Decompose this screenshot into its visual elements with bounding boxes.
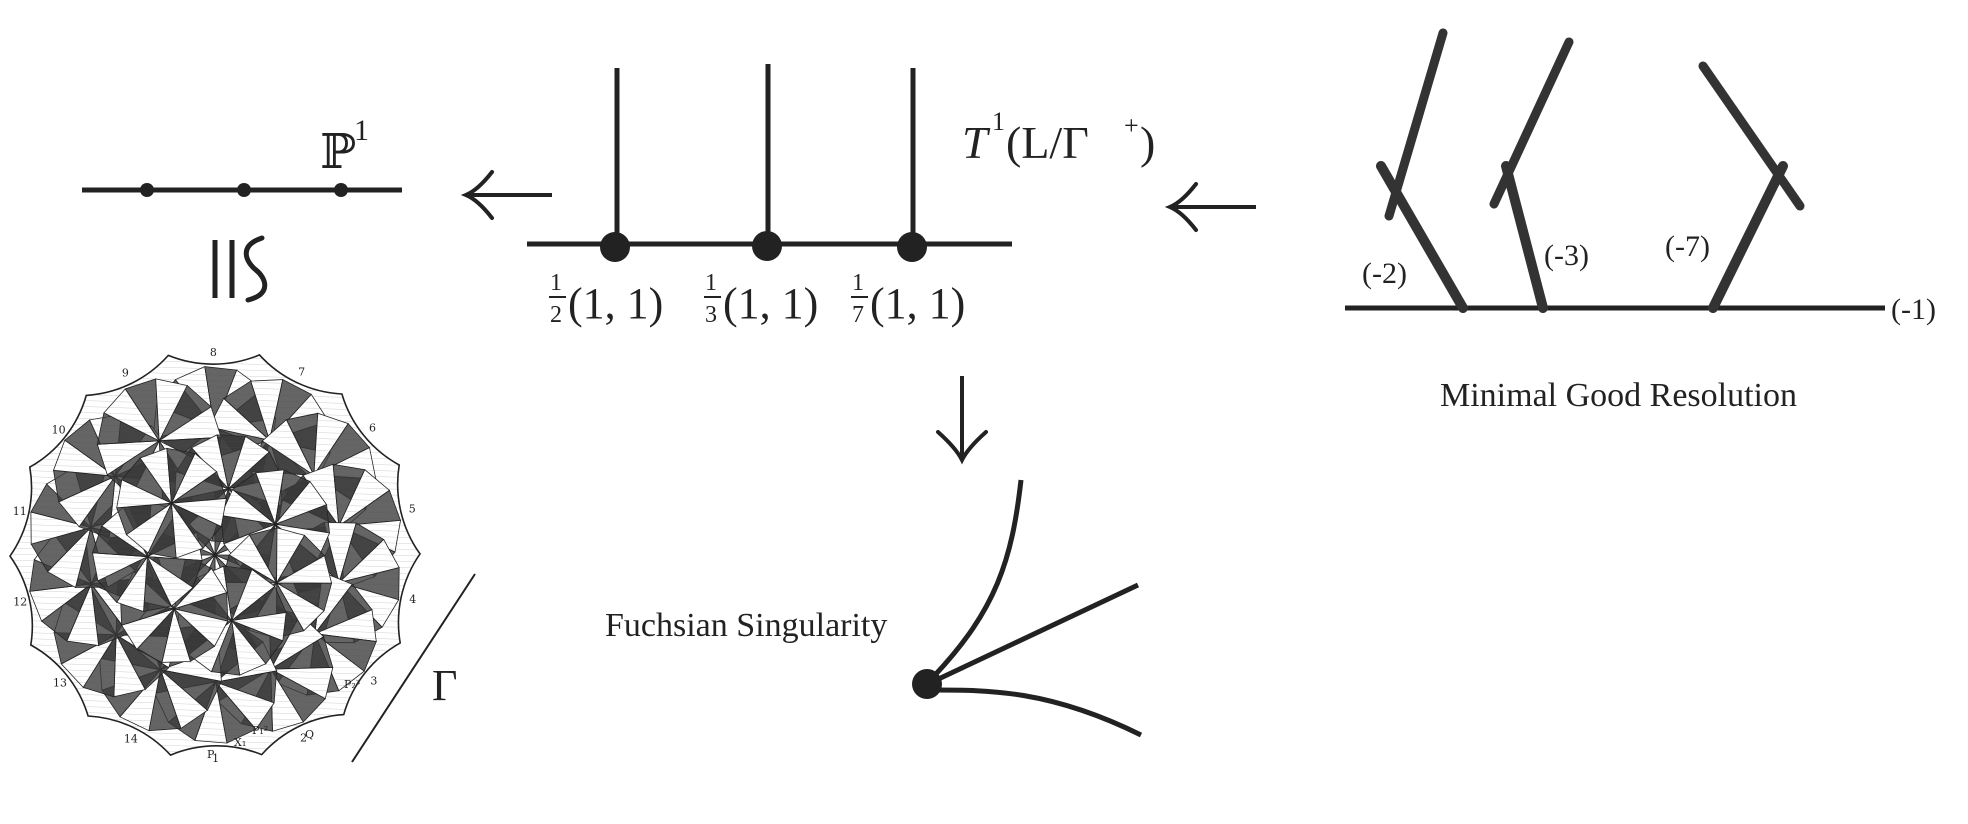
singular-label-2: 1 3 (1, 1)	[704, 270, 818, 328]
frac-num: 1	[852, 270, 864, 296]
branch-curve-2	[1501, 161, 1548, 313]
orbifold-label-base: T	[962, 117, 991, 168]
tiling-boundary-label: 14	[124, 732, 138, 745]
singular-point-3	[897, 232, 927, 262]
singular-point-1	[600, 232, 630, 262]
singular-label-3: 1 7 (1, 1)	[851, 270, 965, 328]
frac-num: 1	[705, 270, 717, 296]
tiling-boundary-label: 3	[370, 675, 377, 688]
weights: (1, 1)	[870, 279, 965, 328]
p1-point-1	[140, 183, 154, 197]
hyperbolic-tiling: 8 7 6 5 4 3 2 1 14 13 12 11 10 9P Q X₁ P₁² P₂³	[9, 346, 421, 765]
p1-point-3	[334, 183, 348, 197]
tiling-boundary-label: 1	[212, 752, 219, 765]
frac-den: 7	[852, 302, 864, 328]
tiling-point-label: P₂³	[344, 678, 360, 691]
weights: (1, 1)	[723, 279, 818, 328]
tiling-point-label: Q	[305, 728, 314, 741]
tiling-point-label: P	[207, 748, 215, 761]
isomorphism-symbol: ≅	[0, 0, 268, 303]
tiling-boundary-label: 11	[13, 505, 27, 518]
iso-symbol-text: ≅	[0, 0, 1, 1]
singular-label-1: 1 2 (1, 1)	[549, 270, 663, 328]
orbifold-label-plus: +	[1124, 111, 1139, 140]
self-intersection-branch-1: (-2)	[1362, 257, 1407, 290]
singular-labels: 1 2 (1, 1) 1 3 (1, 1) 1 7 (1, 1)	[549, 270, 965, 328]
p1-superscript: 1	[354, 114, 369, 147]
resolution-caption: Minimal Good Resolution	[1440, 377, 1797, 414]
self-intersection-central: (-1)	[1891, 293, 1936, 326]
fuchsian-singularity: Fuchsian Singularity	[605, 479, 1143, 738]
resolution-graph: (-2) (-3) (-7) (-1) Minimal Good Resolut…	[1345, 28, 1936, 414]
frac-num: 1	[550, 270, 562, 296]
gamma-diagonal	[351, 573, 476, 763]
tiling-boundary-label: 13	[53, 677, 67, 690]
arrow-left-2	[1164, 182, 1256, 232]
tiling-boundary-label: 10	[52, 423, 66, 436]
singular-point	[912, 669, 942, 699]
singular-point-2	[752, 231, 782, 261]
orbifold-diagram	[527, 64, 1012, 262]
branch-curve-3	[1708, 161, 1788, 313]
tiling-boundary-label: 8	[210, 346, 217, 359]
tiling-boundary-label: 6	[369, 422, 376, 435]
tiling-point-label: P₁²	[252, 724, 268, 737]
branch-upper	[933, 479, 1024, 677]
tiling-boundary-label: 9	[122, 367, 129, 380]
frac-den: 3	[705, 302, 717, 328]
orbifold-label-rest: (L/Γ	[1006, 117, 1089, 168]
self-intersection-branch-2: (-3)	[1544, 239, 1589, 272]
tiling-point-label: X₁	[234, 736, 246, 749]
arrow-left-1	[460, 170, 552, 220]
branch-middle	[928, 582, 1140, 686]
gamma-label-group: Γ	[351, 573, 476, 763]
self-intersection-branch-3: (-7)	[1665, 230, 1710, 263]
tiling-boundary-label: 12	[13, 595, 27, 608]
tiling-boundary-label: 2	[300, 731, 307, 744]
orbifold-label-close: )	[1140, 117, 1155, 168]
fuchsian-label: Fuchsian Singularity	[605, 607, 887, 644]
arrow-down	[936, 376, 988, 465]
weights: (1, 1)	[568, 279, 663, 328]
branch-lower	[931, 687, 1143, 738]
tiling-boundary-label: 7	[298, 366, 305, 379]
branch-curve-3b	[1698, 61, 1805, 211]
frac-den: 2	[550, 302, 562, 328]
orbifold-label-sup: 1	[992, 107, 1005, 136]
p1-label: ℙ	[320, 126, 356, 179]
branch-curve-1b	[1384, 28, 1448, 221]
orbifold-label: T 1 (L/Γ + )	[962, 107, 1155, 168]
tiling-boundary-label: 4	[409, 593, 416, 606]
tiling-boundary-label: 5	[409, 503, 416, 516]
gamma-label-base: Γ	[432, 661, 457, 710]
branch-curve-2b	[1489, 37, 1574, 209]
projective-line: ℙ 1	[82, 114, 402, 197]
p1-point-2	[237, 183, 251, 197]
